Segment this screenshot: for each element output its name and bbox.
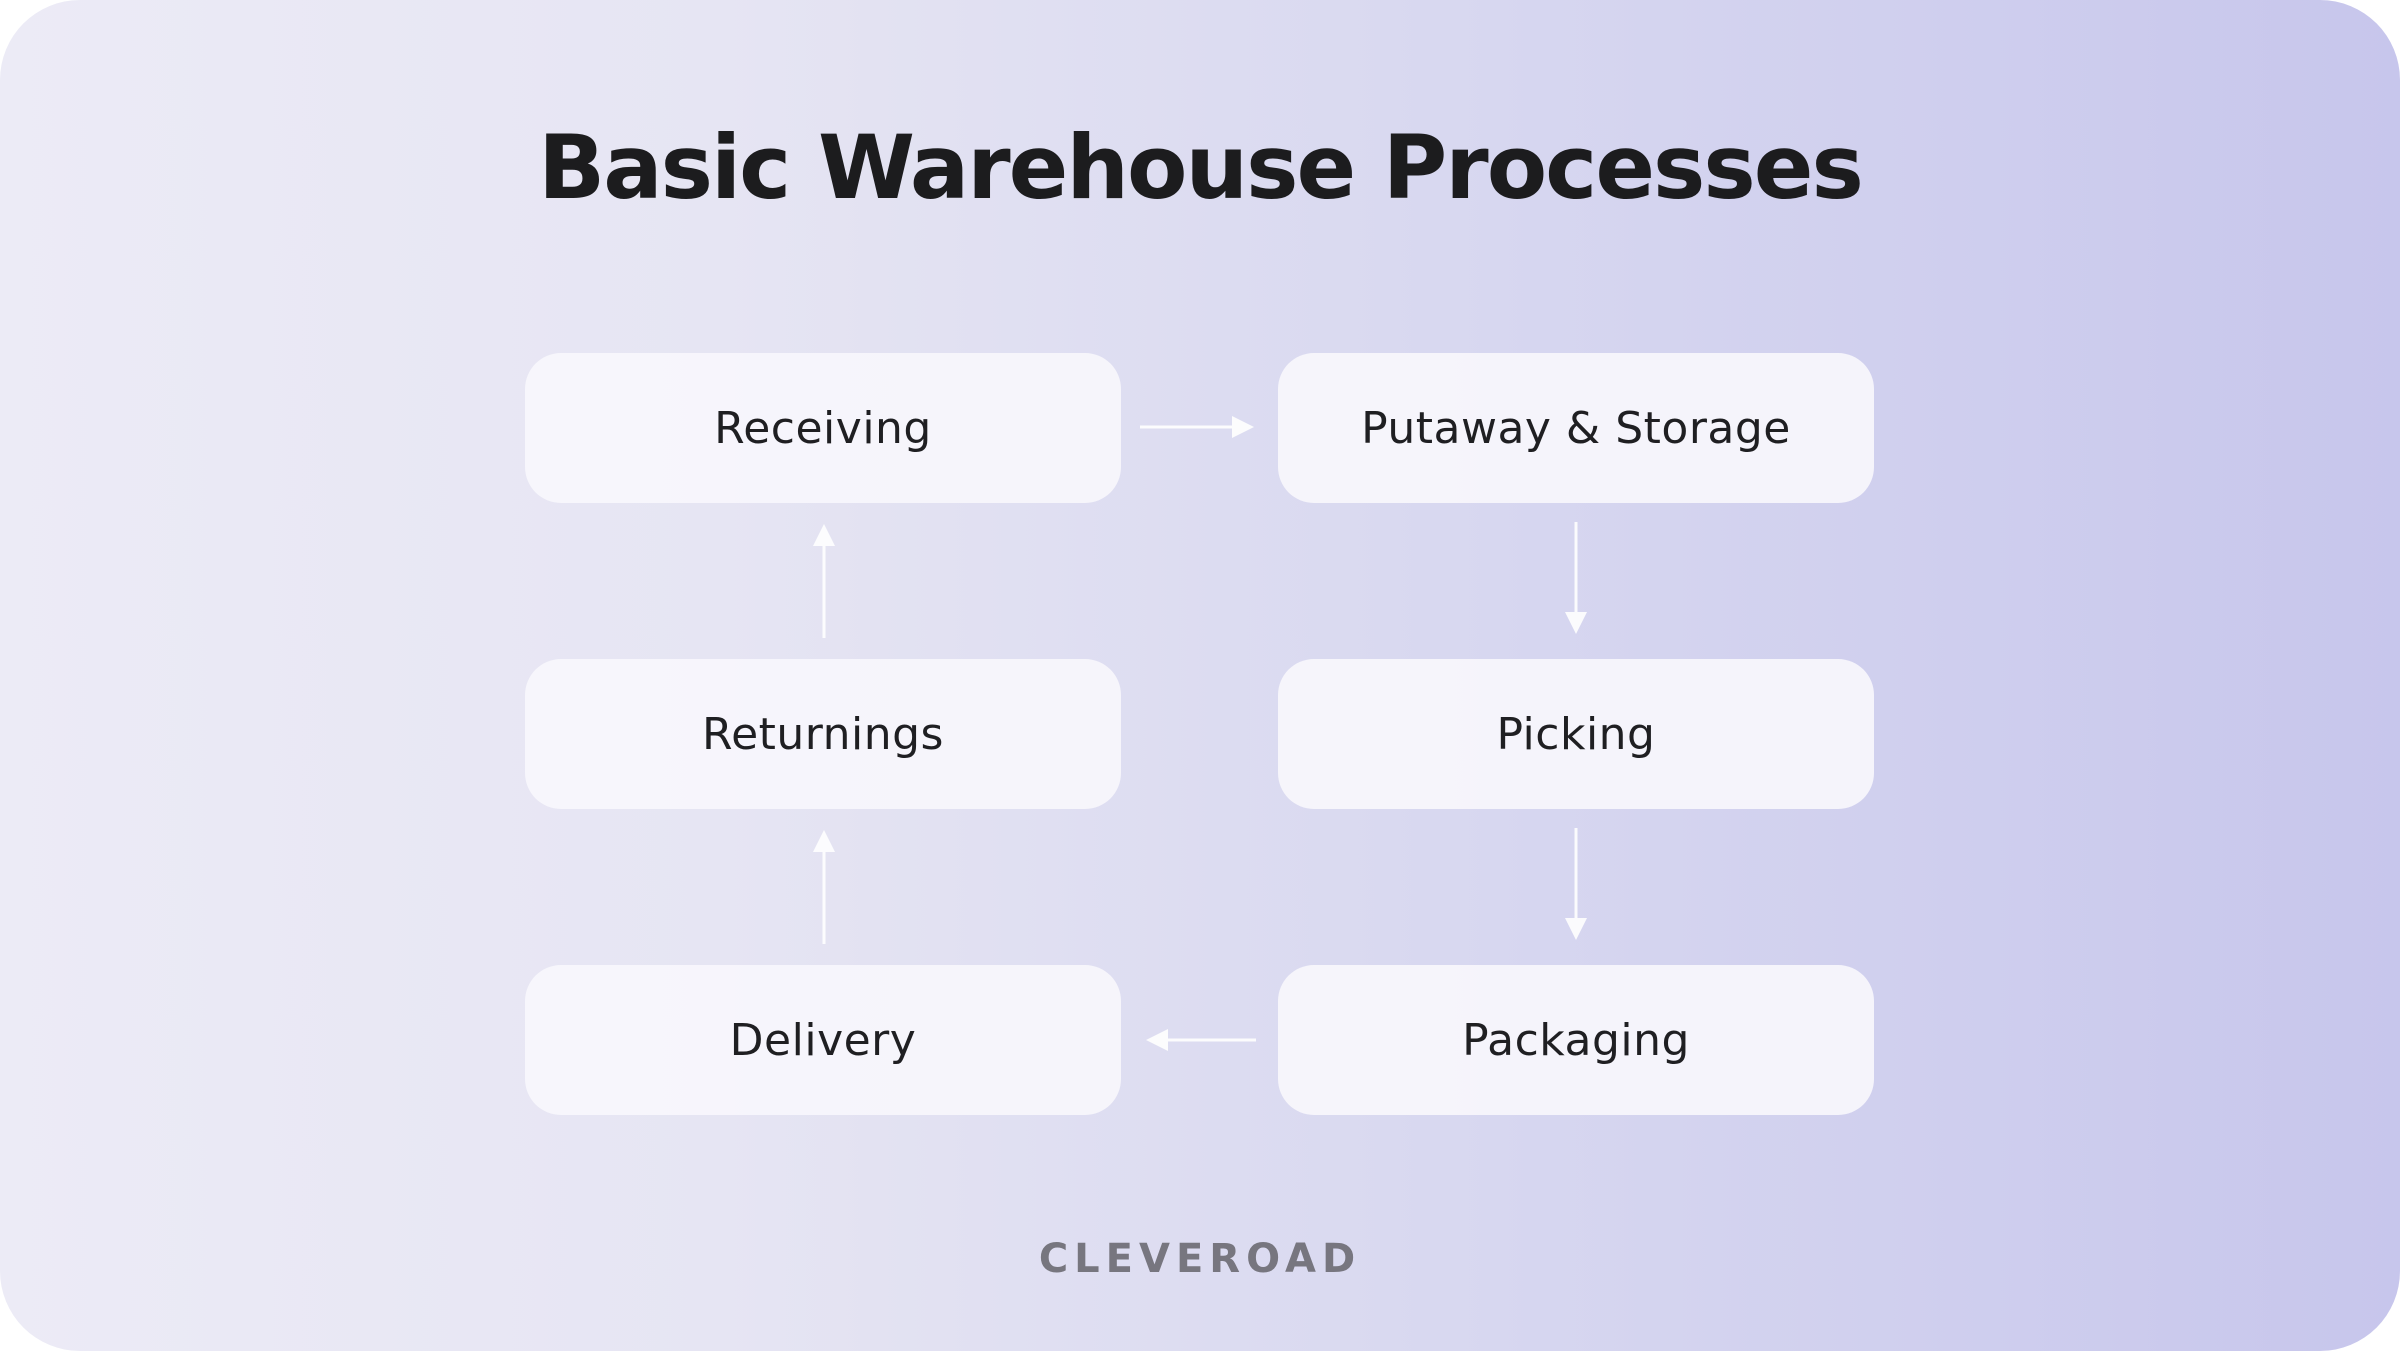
arrow-picking-to-packaging [1565,828,1587,940]
arrow-packaging-to-delivery [1146,1029,1256,1051]
node-picking: Picking [1278,659,1874,809]
node-putaway-storage: Putaway & Storage [1278,353,1874,503]
diagram-title: Basic Warehouse Processes [538,116,1864,219]
node-returnings: Returnings [525,659,1121,809]
node-packaging: Packaging [1278,965,1874,1115]
arrow-delivery-to-returnings [813,830,835,944]
brand-logo: CLEVEROAD [1038,1236,1362,1282]
arrow-putaway-to-picking [1565,522,1587,634]
arrow-returnings-to-receiving [813,524,835,638]
arrow-receiving-to-putaway [1140,416,1254,438]
node-delivery: Delivery [525,965,1121,1115]
node-receiving: Receiving [525,353,1121,503]
